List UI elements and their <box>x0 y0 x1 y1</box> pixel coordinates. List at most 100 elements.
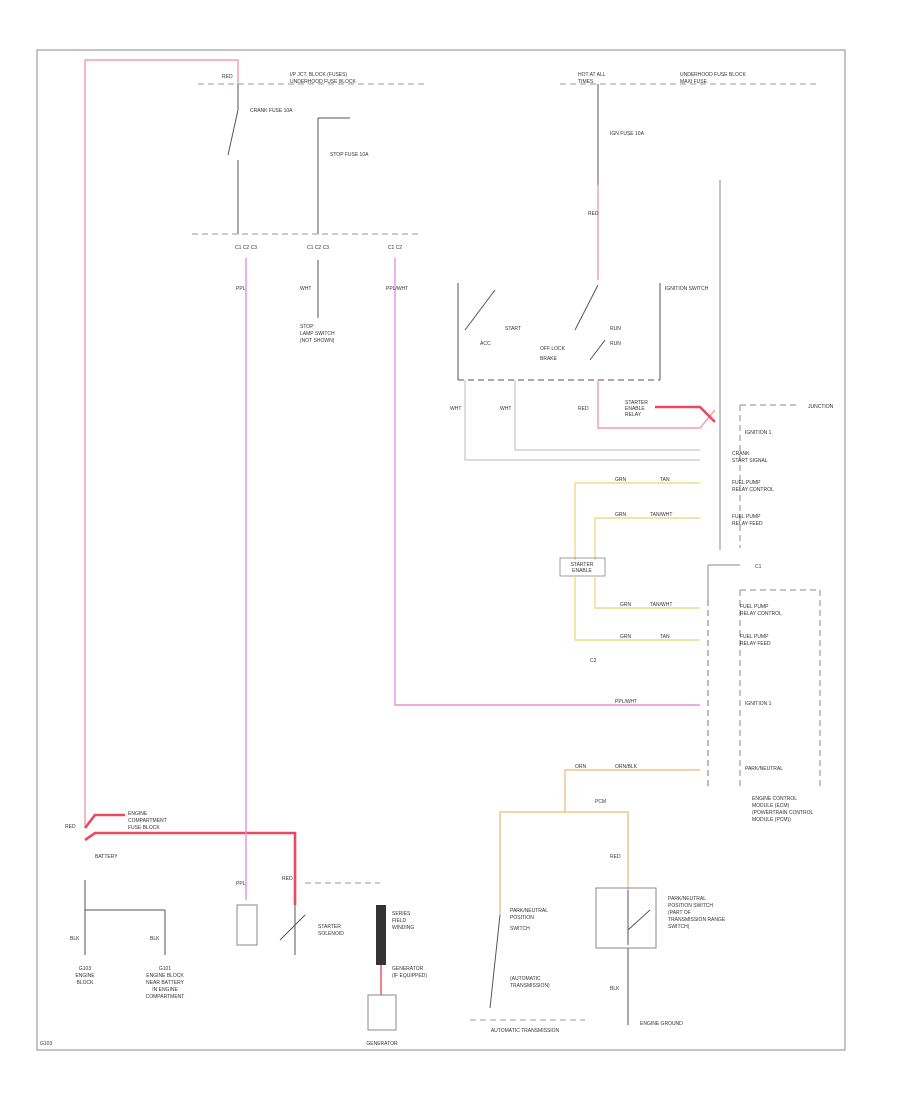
yellow-wire-pcm-1 <box>594 576 700 609</box>
gen-label-3: WINDING <box>392 925 414 931</box>
pcm-title-4: MODULE (PCM)) <box>752 817 791 823</box>
battery-feed-thick-lower <box>84 831 297 905</box>
yellow-wire-lower <box>594 517 700 560</box>
ign-switch-lower-contact <box>589 339 606 361</box>
battery-feed-wire <box>84 59 239 828</box>
wht-wire-label: WHT <box>300 286 311 292</box>
pnp-label-5: SWITCH) <box>668 924 690 930</box>
ign-run-label: RUN <box>610 326 621 332</box>
battery-feed-thick-upper <box>83 813 125 829</box>
ign-acc-label: ACC <box>480 341 491 347</box>
battery-blk-label-1: BLK <box>70 936 80 942</box>
pcm-pin-fp2: RELAY CONTROL <box>740 611 782 617</box>
pcm-title-2: MODULE (ECM) <box>752 803 790 809</box>
battery-blk-label-2: BLK <box>150 936 160 942</box>
ground-left-3: BLOCK <box>77 980 95 986</box>
relay-box-label-1: STARTER <box>571 562 594 568</box>
starter-red-label: RED <box>282 876 293 882</box>
pnp-blk-label: BLK <box>610 986 620 992</box>
junction-pin-2: CRANK <box>732 451 750 457</box>
ppl-wht-label-pcm: PPL/WHT <box>615 699 637 705</box>
pcm-title-3: (POWERTRAIN CONTROL <box>752 810 814 816</box>
bottom-left-code: G103 <box>40 1041 52 1047</box>
grn-label-3: GRN <box>620 602 632 608</box>
gen-label-5: (IF EQUIPPED) <box>392 973 427 979</box>
pcm-pin-fp1: FUEL PUMP <box>740 604 769 610</box>
ground-right-4: IN ENGINE <box>152 987 178 993</box>
ign-start-label: START <box>505 326 521 332</box>
tan-wht-label-1: TAN/WHT <box>650 512 672 518</box>
junction-block-label: JUNCTION <box>808 404 834 410</box>
ppl-wht-wire-label: PPL/WHT <box>386 286 408 292</box>
ppl-wht-wire <box>394 258 700 706</box>
pcm-connector-c1 <box>707 564 740 600</box>
starter-ppl-label: PPL <box>236 881 246 887</box>
generator-coil <box>376 905 386 965</box>
trans-range-5: TRANSMISSION) <box>510 983 550 989</box>
crank-fuse-label: CRANK FUSE 10A <box>250 108 293 114</box>
ppl-wire-label: PPL <box>236 286 246 292</box>
gen-label-4: GENERATOR <box>392 966 424 972</box>
pnp-switch-box <box>595 887 657 949</box>
trans-switch-line <box>489 914 501 1009</box>
junction-pin-1: IGNITION 1 <box>745 430 772 436</box>
battery-red-label: RED <box>65 824 76 830</box>
relay-feed-red <box>597 380 716 429</box>
relay-feed-red-thick <box>655 405 716 423</box>
gen-label-2: FIELD <box>392 918 407 924</box>
ign-switch-title: IGNITION SWITCH <box>665 286 709 292</box>
stop-lamp-label-1: STOP <box>300 324 314 330</box>
starter-motor-label-1: STARTER <box>318 924 341 930</box>
pcm-outline <box>739 589 821 790</box>
pnp-red-label: RED <box>610 854 621 860</box>
orn-blk-label: ORN/BLK <box>615 764 638 770</box>
hot-label-3: UNDERHOOD FUSE BLOCK <box>680 72 747 78</box>
junction-block-outline <box>739 404 800 548</box>
hot-label-2: TIMES <box>578 79 594 85</box>
ign-switch-start-contact <box>464 289 496 331</box>
pnp-label-2: POSITION SWITCH <box>668 903 713 909</box>
pcm-pin-fp4: RELAY FEED <box>740 641 771 647</box>
orange-pnp-split-left <box>499 811 565 915</box>
pnp-switch-contact <box>627 909 651 931</box>
pcm-pin-pnp: PARK/NEUTRAL <box>745 766 783 772</box>
battery-block-2: COMPARTMENT <box>128 818 167 824</box>
grn-label-2: GRN <box>615 512 627 518</box>
pcm-pin-fp3: FUEL PUMP <box>740 634 769 640</box>
trans-range-2: POSITION <box>510 915 534 921</box>
battery-label: BATTERY <box>95 854 118 860</box>
ground-left-2: ENGINE <box>75 973 95 979</box>
ign-lead-2-label: WHT <box>500 406 511 412</box>
red-wire-top-label: RED <box>222 74 233 80</box>
ground-right-1: G101 <box>159 966 171 972</box>
start-relay-1: STARTER <box>625 400 648 406</box>
pnp-splice-label: PCM <box>595 799 606 805</box>
yellow-wire-upper <box>574 482 700 560</box>
ign-off-label: OFF LOCK <box>540 346 566 352</box>
fuse-block-label-2: UNDERHOOD FUSE BLOCK <box>290 79 357 85</box>
ground-right-3: NEAR BATTERY <box>146 980 185 986</box>
pnp-label-4: TRANSMISSION RANGE <box>668 917 726 923</box>
stop-lamp-label-3: (NOT SHOWN) <box>300 338 335 344</box>
yellow-wire-pcm-2 <box>574 576 700 641</box>
starter-motor-label-2: SOLENOID <box>318 931 344 937</box>
stop-fuse-label: STOP FUSE 10A <box>330 152 369 158</box>
grn-label-4: GRN <box>620 634 632 640</box>
pcm-title-1: ENGINE CONTROL <box>752 796 797 802</box>
diagram-frame <box>36 49 846 1051</box>
auto-trans-label: AUTOMATIC TRANSMISSION <box>491 1028 560 1034</box>
gen-label-1: SERIES <box>392 911 411 917</box>
orange-pnp-wire <box>564 769 700 812</box>
ign-switch-run-contact <box>574 284 599 331</box>
ground-left-1: G103 <box>79 966 91 972</box>
splice-right-label: C1 C2 <box>388 245 402 251</box>
ign-brake-label: BRAKE <box>540 356 558 362</box>
pcm-c1-label: C1 <box>755 564 762 570</box>
orn-label: ORN <box>575 764 587 770</box>
battery-block-3: FUSE BLOCK <box>128 825 160 831</box>
pcm-c2-label: C2 <box>590 658 597 664</box>
trans-range-4: (AUTOMATIC <box>510 976 541 982</box>
ign-run2-label: RUN <box>610 341 621 347</box>
pnp-label-1: PARK/NEUTRAL <box>668 896 706 902</box>
generator-bottom-label: GENERATOR <box>366 1041 398 1047</box>
